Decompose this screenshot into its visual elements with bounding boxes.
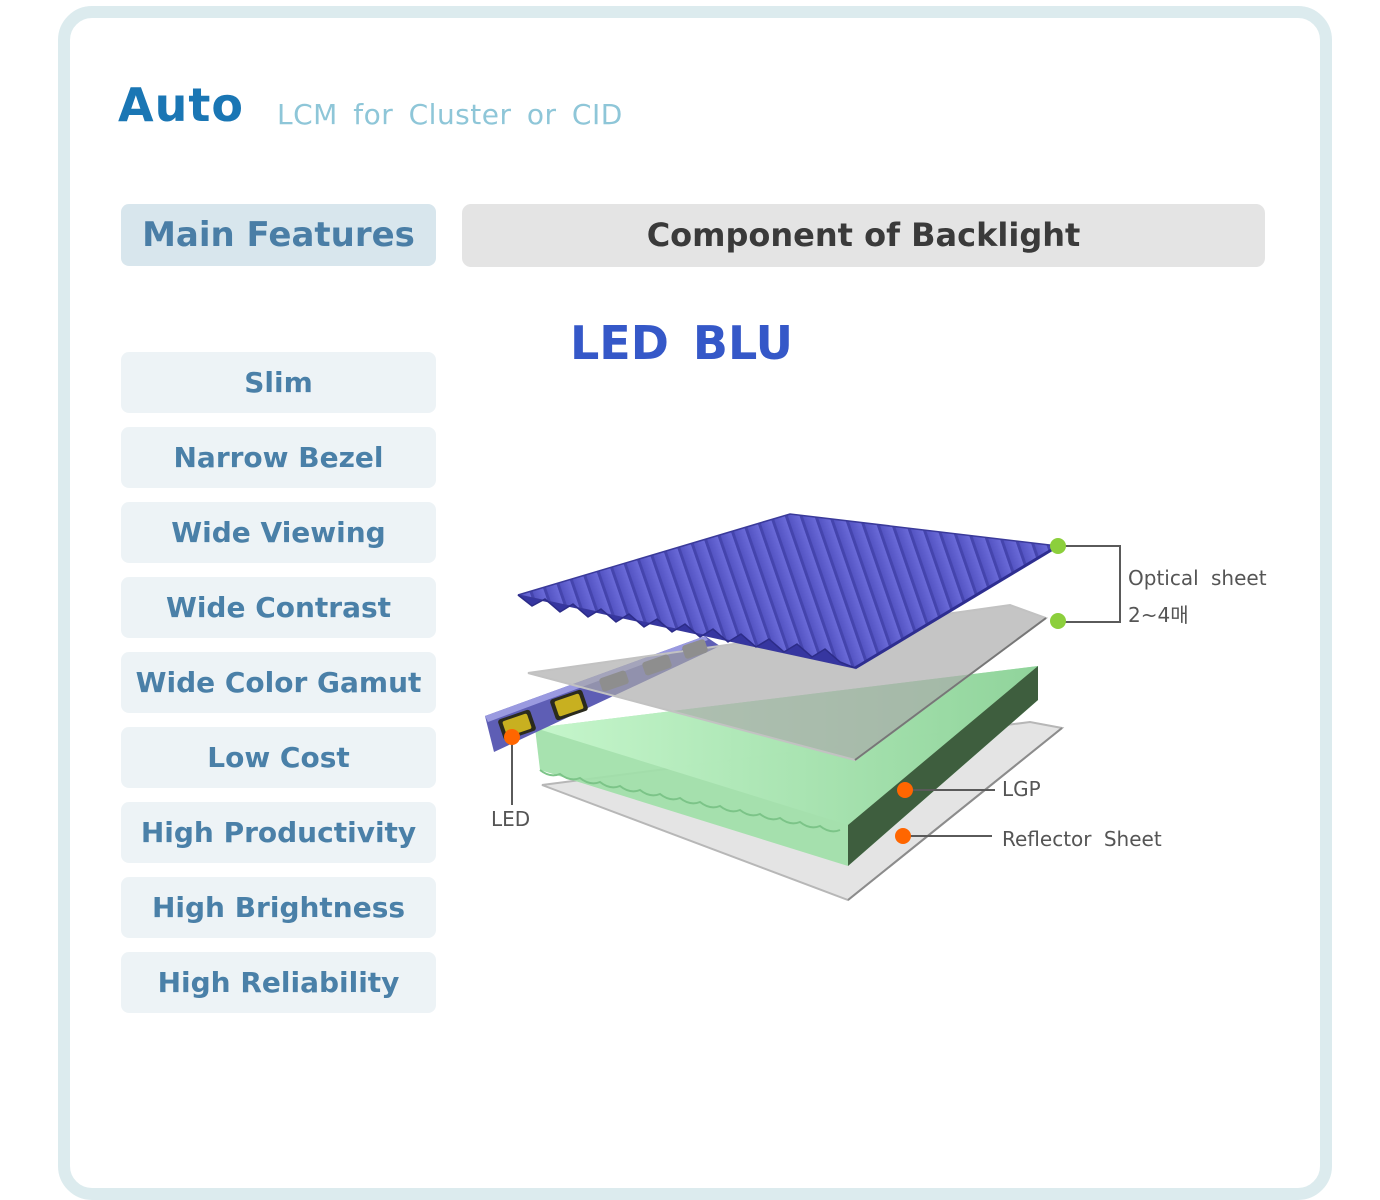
feature-item-narrow-bezel[interactable]: Narrow Bezel [121,427,436,488]
reflector-sheet-label: Reflector Sheet [1002,827,1162,851]
optical-sheet-label: Optical sheet [1128,566,1267,590]
brand-title: Auto [118,78,244,132]
led-blu-diagram [485,513,1121,902]
lgp-marker [897,782,913,798]
diagram-title: LED BLU [570,316,794,370]
feature-item-high-brightness[interactable]: High Brightness [121,877,436,938]
feature-item-slim[interactable]: Slim [121,352,436,413]
component-heading: Component of Backlight [462,204,1265,267]
reflector-marker [895,828,911,844]
feature-item-high-reliability[interactable]: High Reliability [121,952,436,1013]
page-subtitle: LCM for Cluster or CID [277,98,623,131]
lgp-label: LGP [1002,777,1041,801]
feature-list: Slim Narrow Bezel Wide Viewing Wide Cont… [121,352,436,1027]
led-marker [504,729,520,745]
leader-lines [511,545,1121,837]
led-label: LED [491,807,531,831]
feature-item-wide-viewing[interactable]: Wide Viewing [121,502,436,563]
optical-sheet-count-label: 2~4매 [1128,603,1189,627]
optical-sheet-marker-top [1050,538,1066,554]
feature-item-low-cost[interactable]: Low Cost [121,727,436,788]
feature-item-high-productivity[interactable]: High Productivity [121,802,436,863]
feature-item-wide-color-gamut[interactable]: Wide Color Gamut [121,652,436,713]
optical-sheet-marker-bottom [1050,613,1066,629]
feature-item-wide-contrast[interactable]: Wide Contrast [121,577,436,638]
main-features-heading: Main Features [121,204,436,266]
